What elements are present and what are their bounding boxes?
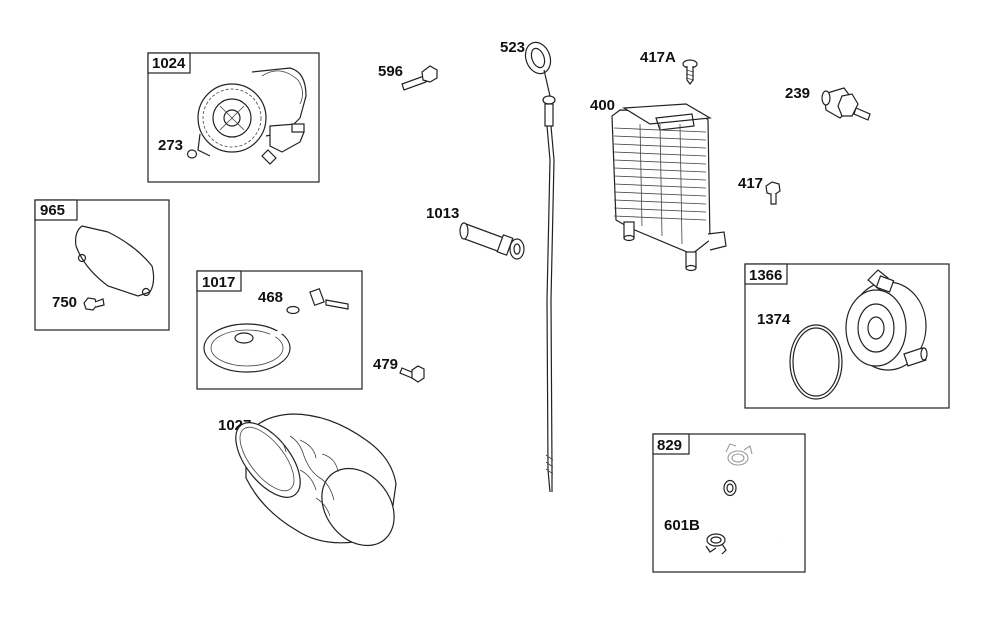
group-1366-frame — [744, 263, 950, 409]
group-965-label[interactable]: 965 — [40, 202, 65, 219]
part-468-oring — [286, 305, 300, 315]
part-596-label[interactable]: 596 — [378, 63, 403, 80]
part-239-label[interactable]: 239 — [785, 85, 810, 102]
group-965-frame — [34, 199, 170, 331]
group-1024-label[interactable]: 1024 — [152, 55, 186, 72]
group-1366-label[interactable]: 1366 — [749, 267, 782, 284]
part-750-bolt — [83, 297, 105, 311]
part-1027-oil-filter — [235, 413, 397, 547]
part-400-label[interactable]: 400 — [590, 97, 615, 114]
group-1017: 1017 468 — [196, 270, 363, 390]
part-417-label[interactable]: 417 — [738, 175, 763, 192]
part-1374-oring — [789, 324, 843, 400]
part-479-label[interactable]: 479 — [373, 356, 398, 373]
part-400-oil-cooler — [611, 103, 727, 272]
part-1013-label[interactable]: 1013 — [426, 205, 459, 222]
group-1017-label[interactable]: 1017 — [202, 274, 235, 291]
filter-adapter-drawing — [845, 269, 928, 371]
part-601B-label[interactable]: 601B — [664, 517, 700, 534]
group-1024-tag-box — [147, 52, 191, 74]
oil-pump-drawing — [197, 67, 307, 165]
part-417A-screw — [682, 59, 698, 85]
group-829-frame — [652, 433, 806, 573]
oil-pickup-drawing — [203, 287, 349, 373]
hose-clamp-grey-drawing — [725, 443, 753, 466]
part-479-bolt — [399, 365, 425, 383]
part-750-label[interactable]: 750 — [52, 294, 77, 311]
group-965: 965 750 — [34, 199, 170, 331]
group-829: 829 601B — [652, 433, 806, 573]
group-1017-frame — [196, 270, 363, 390]
part-601B-clamp — [705, 533, 727, 555]
group-829-tag-box — [652, 433, 690, 455]
part-417-bolt — [765, 181, 781, 205]
part-1013-fitting — [459, 222, 525, 260]
group-1366-tag-box — [744, 263, 788, 285]
part-596-bolt — [401, 65, 438, 91]
part-523-label[interactable]: 523 — [500, 39, 525, 56]
hose-drawing — [723, 479, 783, 546]
group-965-tag-box — [34, 199, 78, 221]
part-523-dipstick — [524, 41, 556, 493]
part-468-label[interactable]: 468 — [258, 289, 283, 306]
gasket-drawing — [75, 225, 155, 297]
part-1374-label[interactable]: 1374 — [757, 311, 791, 328]
group-1024-frame — [147, 52, 320, 183]
group-1017-tag-box — [196, 270, 242, 292]
part-417A-label[interactable]: 417A — [640, 49, 676, 66]
group-1366: 1366 1374 — [744, 263, 950, 409]
group-1024: 1024 273 — [147, 52, 320, 183]
group-829-label[interactable]: 829 — [657, 437, 682, 454]
part-239-oil-sender — [821, 87, 871, 121]
part-273-oring — [186, 149, 198, 159]
part-273-label[interactable]: 273 — [158, 137, 183, 154]
